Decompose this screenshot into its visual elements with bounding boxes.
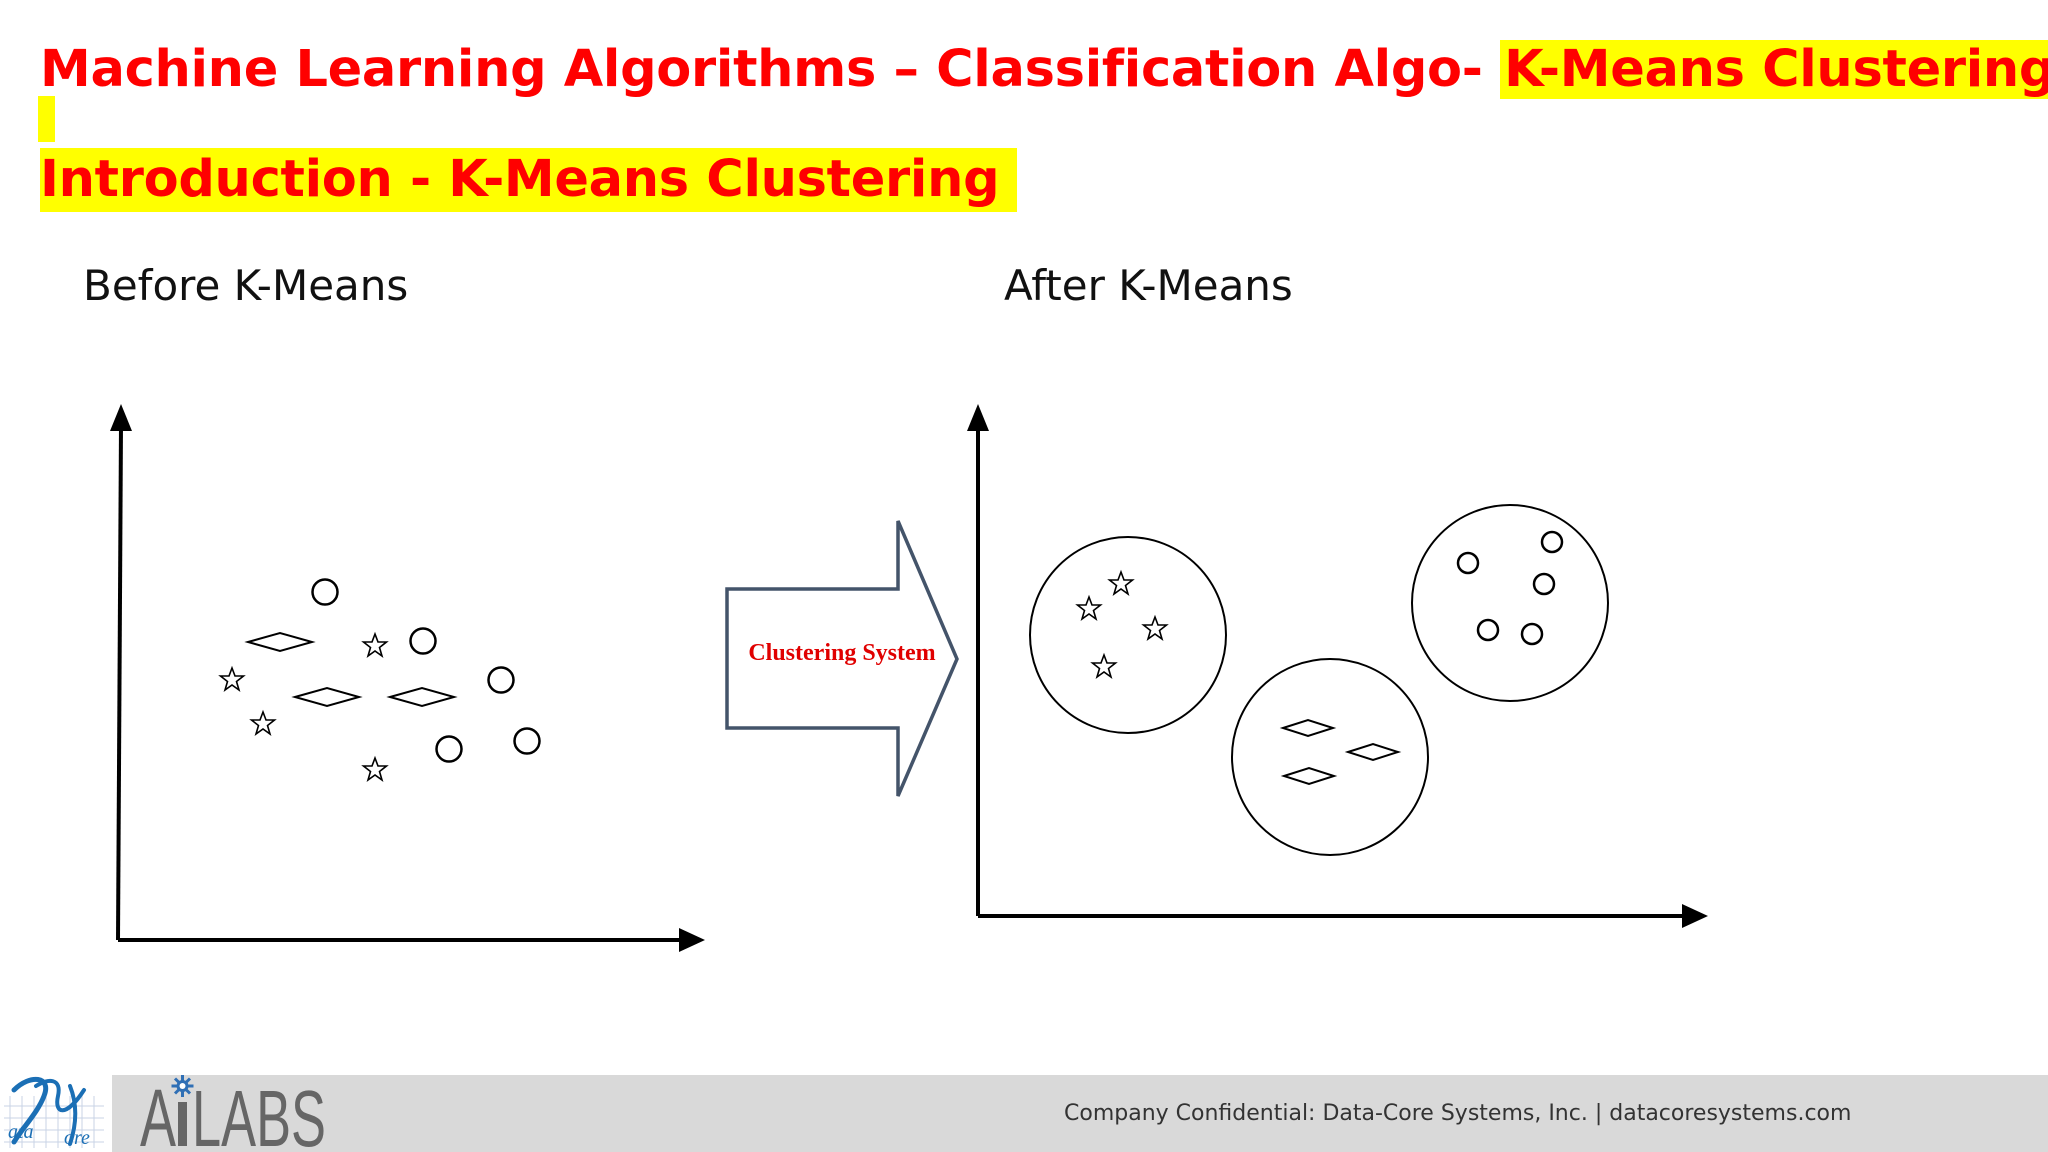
star-point xyxy=(1076,596,1102,620)
svg-text:A: A xyxy=(140,1073,176,1152)
title-highlight: K-Means Clustering xyxy=(1500,40,2048,99)
title-prefix: Machine Learning Algorithms – Classifica… xyxy=(40,40,1501,99)
star-point xyxy=(219,667,245,691)
highlight-marker xyxy=(38,96,55,142)
circle-point xyxy=(1540,530,1564,554)
page-title: Machine Learning Algorithms – Classifica… xyxy=(40,38,2048,102)
before-y-arrowhead xyxy=(110,404,132,431)
circle-point xyxy=(1456,551,1480,575)
star-point xyxy=(1108,571,1134,595)
footer-text: Company Confidential: Data-Core Systems,… xyxy=(1064,1101,1852,1126)
star-point xyxy=(1091,654,1117,678)
diamond-point xyxy=(1283,767,1335,785)
clustering-system-label: Clustering System xyxy=(748,640,935,666)
before-axes xyxy=(110,404,705,952)
after-y-arrowhead xyxy=(967,404,989,431)
datacore-logo-icon: ata ore xyxy=(4,1076,104,1149)
cluster-boundary xyxy=(1029,536,1227,734)
before-y-axis xyxy=(116,424,123,941)
diamond-point xyxy=(294,687,360,707)
datacore-logo: ata ore xyxy=(0,1056,112,1152)
svg-text:LABS: LABS xyxy=(192,1074,326,1152)
circle-point xyxy=(487,666,515,694)
circle-point xyxy=(1532,572,1556,596)
after-axes xyxy=(967,404,1708,928)
star-point xyxy=(250,711,276,735)
circle-point xyxy=(513,727,541,755)
diamond-cluster xyxy=(1231,658,1429,856)
circle-point xyxy=(409,627,437,655)
before-kmeans-label: Before K-Means xyxy=(83,261,409,310)
circle-point xyxy=(1520,622,1544,646)
after-x-arrowhead xyxy=(1682,904,1708,928)
star-point xyxy=(362,633,388,657)
ailabs-logo: A LABS xyxy=(140,1070,330,1152)
circle-point xyxy=(1476,618,1500,642)
circle-cluster xyxy=(1411,504,1609,702)
page-subtitle: Introduction - K-Means Clustering xyxy=(40,148,1018,212)
star-cluster xyxy=(1029,536,1227,734)
star-point xyxy=(362,757,388,781)
clustering-system-arrow: Clustering System xyxy=(725,520,959,797)
star-point xyxy=(1142,616,1168,640)
diamond-point xyxy=(1347,743,1399,761)
cluster-boundary xyxy=(1231,658,1429,856)
datacore-logo-text: ore xyxy=(64,1127,90,1149)
circle-point xyxy=(435,735,463,763)
before-points xyxy=(219,578,541,781)
after-kmeans-label: After K-Means xyxy=(1004,261,1293,310)
diamond-point xyxy=(389,687,455,707)
before-x-arrowhead xyxy=(679,928,705,952)
datacore-logo-text: ata xyxy=(8,1121,34,1143)
diamond-point xyxy=(1282,719,1334,737)
footer-bar xyxy=(0,1075,2048,1152)
circle-point xyxy=(311,578,339,606)
cluster-boundary xyxy=(1411,504,1609,702)
ailabs-logo-icon: A LABS xyxy=(140,1073,326,1152)
diamond-point xyxy=(247,632,313,652)
